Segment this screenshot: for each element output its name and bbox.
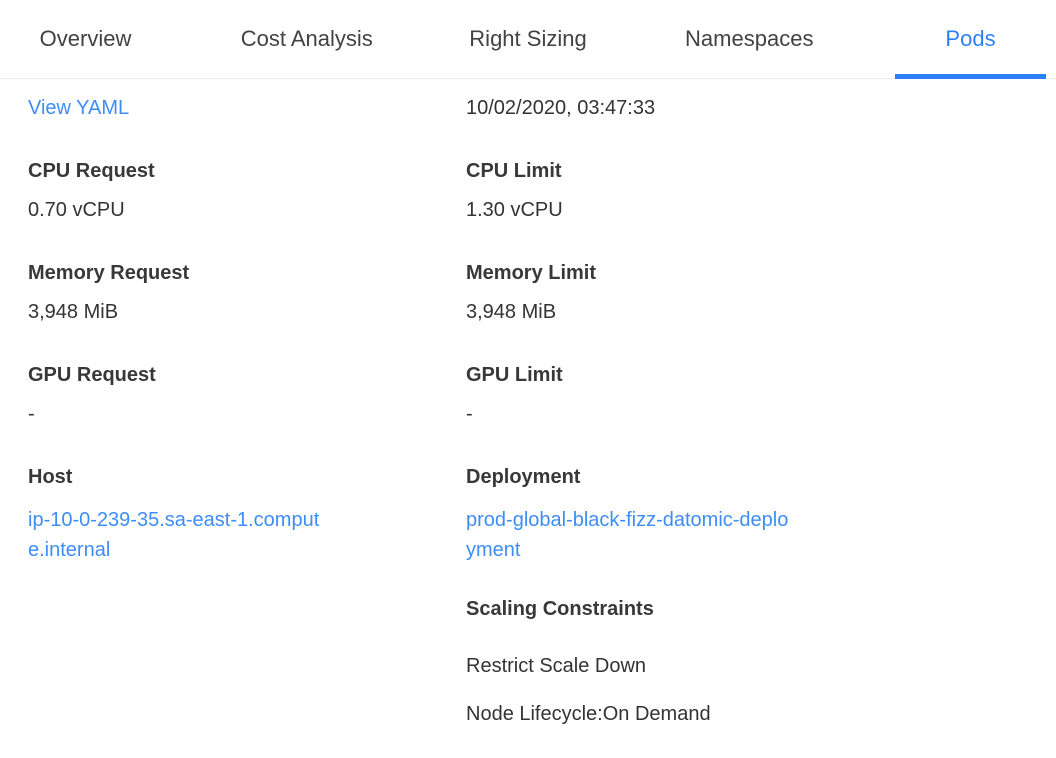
scaling-constraint-item: Restrict Scale Down — [466, 655, 647, 677]
deployment-link[interactable]: prod-global-black-fizz-datomic-deploymen… — [466, 509, 789, 561]
host-link[interactable]: ip-10-0-239-35.sa-east-1.compute.interna… — [28, 509, 320, 561]
field-value: 3,948 MiB — [466, 301, 557, 323]
pod-details-panel: View YAML CPU Request 0.70 vCPU Memory R… — [0, 79, 1056, 758]
tab-label: Right Sizing — [469, 26, 587, 51]
field-label: Memory Limit — [466, 262, 597, 284]
field-value: 0.70 vCPU — [28, 199, 125, 221]
field-label: GPU Limit — [466, 364, 563, 386]
view-yaml-row: View YAML — [28, 96, 466, 120]
field-value: - — [466, 403, 473, 425]
tab-label: Overview — [39, 26, 132, 51]
field-label: Host — [28, 466, 73, 488]
field-gpu-limit: GPU Limit - — [466, 364, 1056, 425]
tab-namespaces[interactable]: Namespaces — [674, 0, 825, 78]
field-cpu-request: CPU Request 0.70 vCPU — [28, 160, 466, 221]
field-deployment: Deployment prod-global-black-fizz-datomi… — [466, 466, 1056, 565]
field-memory-request: Memory Request 3,948 MiB — [28, 262, 466, 323]
tab-label: Pods — [945, 26, 996, 51]
details-right-column: 10/02/2020, 03:47:33 CPU Limit 1.30 vCPU… — [466, 96, 1056, 758]
field-label: Memory Request — [28, 262, 190, 284]
active-tab-indicator — [895, 74, 1046, 79]
field-value: - — [28, 403, 35, 425]
tab-bar: Overview Cost Analysis Right Sizing Name… — [0, 0, 1056, 79]
field-label: Deployment — [466, 466, 581, 488]
tab-pods[interactable]: Pods — [895, 0, 1046, 79]
view-yaml-link[interactable]: View YAML — [28, 97, 130, 119]
field-label: Scaling Constraints — [466, 598, 654, 620]
tab-label: Namespaces — [685, 26, 814, 51]
field-value: 1.30 vCPU — [466, 199, 563, 221]
field-label: GPU Request — [28, 364, 156, 386]
scaling-constraint-item: Node Lifecycle:On Demand — [466, 703, 711, 725]
details-left-column: View YAML CPU Request 0.70 vCPU Memory R… — [28, 96, 466, 758]
scaling-constraints-section: Scaling Constraints Restrict Scale Down … — [466, 598, 1056, 725]
field-host: Host ip-10-0-239-35.sa-east-1.compute.in… — [28, 466, 466, 565]
tab-overview[interactable]: Overview — [10, 0, 161, 78]
field-value: 3,948 MiB — [28, 301, 119, 323]
tab-right-sizing[interactable]: Right Sizing — [453, 0, 604, 78]
tab-cost-analysis[interactable]: Cost Analysis — [231, 0, 382, 78]
field-gpu-request: GPU Request - — [28, 364, 466, 425]
field-label: CPU Limit — [466, 160, 562, 182]
field-memory-limit: Memory Limit 3,948 MiB — [466, 262, 1056, 323]
field-cpu-limit: CPU Limit 1.30 vCPU — [466, 160, 1056, 221]
field-label: CPU Request — [28, 160, 155, 182]
tab-label: Cost Analysis — [240, 26, 373, 51]
last-updated-timestamp: 10/02/2020, 03:47:33 — [466, 97, 656, 119]
